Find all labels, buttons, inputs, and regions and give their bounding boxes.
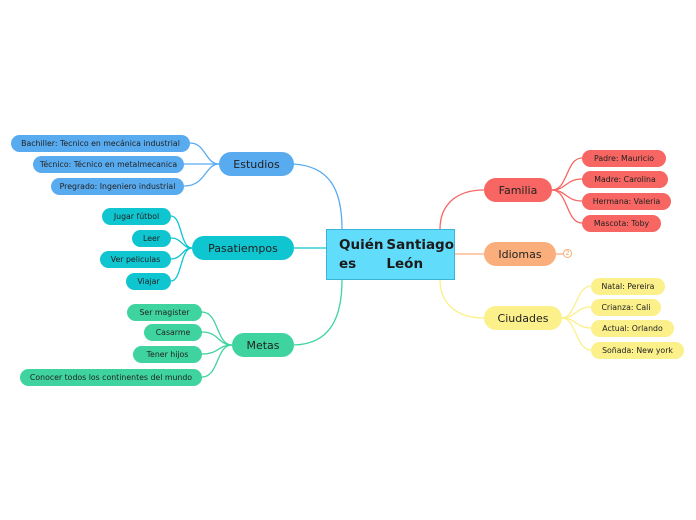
topic-familia[interactable]: Familia xyxy=(484,178,552,202)
subtopic-sonada[interactable]: Soñada: New york xyxy=(591,342,684,359)
topic-idiomas[interactable]: Idiomas xyxy=(484,242,556,266)
subtopic-tener-hijos[interactable]: Tener hijos xyxy=(133,346,202,363)
subtopic-pregrado[interactable]: Pregrado: Ingeniero industrial xyxy=(51,178,184,195)
central-title-line-1: Quién es xyxy=(339,236,384,272)
link-central-estudios xyxy=(292,163,343,230)
subtopic-viajar[interactable]: Viajar xyxy=(126,273,171,290)
central-title-line-2: Santiago León xyxy=(386,236,454,272)
subtopic-jugar-futbol[interactable]: Jugar fútbol xyxy=(102,208,171,225)
subtopic-hermana[interactable]: Hermana: Valeria xyxy=(582,193,671,210)
central-topic[interactable]: Quién es Santiago León xyxy=(326,229,455,280)
subtopic-conocer-continentes[interactable]: Conocer todos los continentes del mundo xyxy=(20,369,202,386)
subtopic-mascota[interactable]: Mascota: Toby xyxy=(582,215,661,232)
subtopic-leer[interactable]: Leer xyxy=(132,230,171,247)
subtopic-ver-peliculas[interactable]: Ver peliculas xyxy=(100,251,171,268)
subtopic-natal[interactable]: Natal: Pereira xyxy=(591,278,665,295)
link-central-ciudades xyxy=(439,279,485,319)
subtopic-actual[interactable]: Actual: Orlando xyxy=(591,320,674,337)
topic-ciudades[interactable]: Ciudades xyxy=(484,306,562,330)
subtopic-casarme[interactable]: Casarme xyxy=(144,324,202,341)
collapsed-count-badge[interactable]: 2 xyxy=(563,249,572,258)
subtopic-tecnico[interactable]: Técnico: Técnico en metalmecanica xyxy=(33,156,184,173)
subtopic-crianza[interactable]: Crianza: Cali xyxy=(591,299,661,316)
link-central-familia xyxy=(439,189,485,230)
topic-metas[interactable]: Metas xyxy=(232,333,294,357)
link-central-metas xyxy=(293,279,343,346)
topic-pasatiempos[interactable]: Pasatiempos xyxy=(192,236,294,260)
subtopic-ser-magister[interactable]: Ser magister xyxy=(127,304,202,321)
subtopic-madre[interactable]: Madre: Carolina xyxy=(582,171,668,188)
topic-estudios[interactable]: Estudios xyxy=(219,152,294,176)
subtopic-padre[interactable]: Padre: Mauricio xyxy=(582,150,666,167)
subtopic-bachiller[interactable]: Bachiller: Tecnico en mecánica industria… xyxy=(11,135,190,152)
